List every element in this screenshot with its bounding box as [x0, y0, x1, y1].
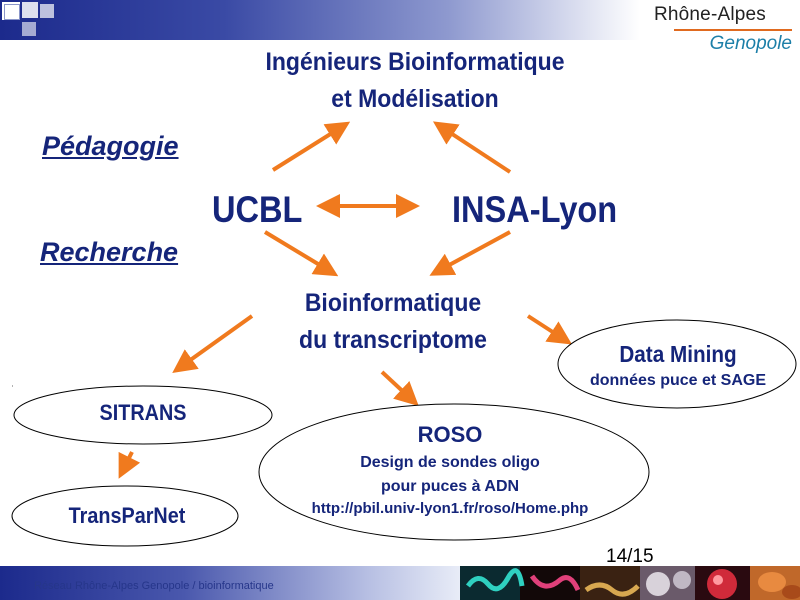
footer-text: Réseau Rhône-Alpes Genopole / bioinforma… — [34, 580, 274, 592]
arrow-insa-to-bioinfo — [429, 230, 511, 276]
slide-title: Ingénieurs Bioinformatique et Modélisati… — [217, 44, 613, 118]
roso-line1: Design de sondes oligo — [360, 454, 540, 471]
arrow-bioinfo-to-datamining — [526, 314, 573, 345]
roso-line2: pour puces à ADN — [380, 478, 520, 495]
transparnet-label: TransParNet — [68, 503, 186, 528]
bioinfo-line1: Bioinformatique — [304, 289, 482, 317]
header-gradient-band — [0, 0, 640, 42]
ellipse-sitrans — [13, 385, 273, 445]
ellipse-datamining — [557, 319, 797, 409]
slide-title-line2: et Modélisation — [331, 85, 499, 113]
ellipse-roso — [258, 403, 650, 541]
arrow-insa-to-title — [432, 121, 512, 174]
bioinfo-line2: du transcriptome — [299, 326, 487, 354]
decorative-squares — [0, 0, 60, 40]
label-insa-lyon: INSA-Lyon — [452, 189, 618, 230]
logo-genopole: Genopole — [709, 33, 792, 54]
logo-divider — [674, 29, 792, 31]
label-pedagogie: Pédagogie — [42, 131, 179, 161]
footer-gradient-bar — [0, 566, 460, 600]
datamining-subtitle: données puce et SAGE — [589, 372, 767, 389]
page-number: 14/15 — [606, 546, 654, 567]
slide-title-line1: Ingénieurs Bioinformatique — [265, 48, 565, 76]
logo-rhone-alpes: Rhône-Alpes — [653, 4, 766, 25]
bioinformatics-transcriptome: Bioinformatique du transcriptome — [269, 285, 517, 359]
arrow-sitrans-to-transparnet — [118, 451, 141, 479]
sitrans-label: SITRANS — [99, 400, 187, 425]
label-ucbl: UCBL — [212, 189, 303, 230]
arrow-ucbl-to-title — [271, 121, 351, 172]
arrow-bioinfo-to-sitrans — [172, 314, 254, 373]
roso-url-link[interactable]: http://pbil.univ-lyon1.fr/roso/Home.php — [311, 500, 589, 517]
arrow-bioinfo-to-roso — [380, 370, 419, 407]
label-recherche: Recherche — [40, 237, 179, 267]
ellipse-transparnet — [11, 485, 239, 547]
footer-microscopy-image — [460, 566, 800, 600]
arrow-ucbl-to-bioinfo — [263, 230, 339, 277]
datamining-title: Data Mining — [619, 341, 737, 367]
roso-title: ROSO — [417, 422, 483, 447]
